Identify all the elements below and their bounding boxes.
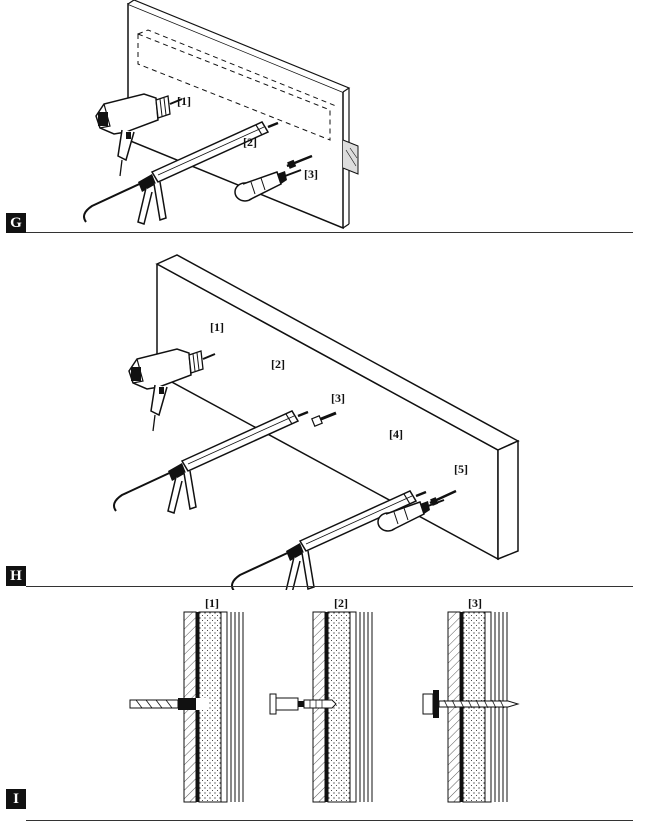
section-divider xyxy=(26,820,633,821)
callout-h-5: [5] xyxy=(454,462,468,476)
section-i-illustration xyxy=(129,611,520,803)
step-label-1: [1] xyxy=(205,596,219,610)
section-divider xyxy=(26,232,633,233)
section-tag-h: H xyxy=(6,566,26,586)
callout-h-4: [4] xyxy=(389,427,403,441)
callout-g-2: [2] xyxy=(243,135,257,149)
section-i: [1] [2] [3] I xyxy=(0,590,647,827)
callout-h-3: [3] xyxy=(331,391,345,405)
step-label-2: [2] xyxy=(334,596,348,610)
callout-g-3: [3] xyxy=(304,167,318,181)
callout-g-1: [1] xyxy=(177,94,191,108)
step-label-3: [3] xyxy=(468,596,482,610)
section-tag-i: I xyxy=(6,789,26,809)
callout-h-1: [1] xyxy=(210,320,224,334)
section-divider xyxy=(26,586,633,587)
callout-h-2: [2] xyxy=(271,357,285,371)
section-g-illustration xyxy=(82,0,359,230)
section-g: [1] [2] [3] G xyxy=(0,0,647,235)
section-h-illustration xyxy=(112,254,520,590)
section-h: [1] [2] [3] [4] [5] H xyxy=(0,235,647,590)
section-tag-g: G xyxy=(6,213,26,233)
